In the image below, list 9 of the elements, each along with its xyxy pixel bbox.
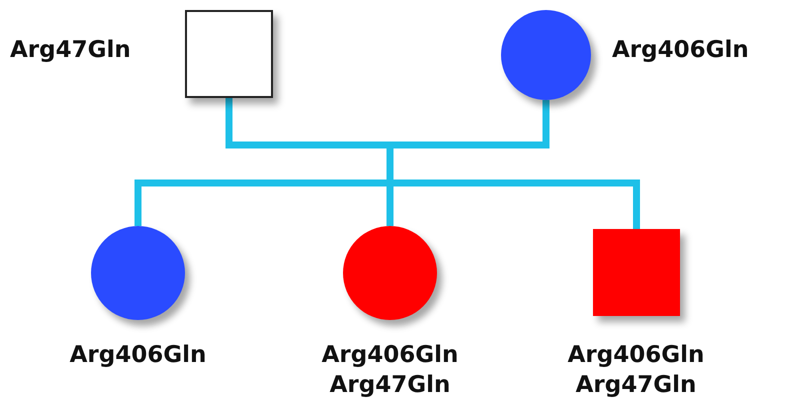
genotype-label: Arg47Gln	[10, 36, 132, 65]
pedigree-line	[390, 100, 550, 148]
pedigree-square	[185, 10, 273, 98]
genotype-label: Arg406Gln	[612, 36, 750, 65]
genotype-label: Arg406Gln Arg47Gln	[320, 341, 460, 400]
pedigree-line	[226, 98, 390, 148]
pedigree-square	[593, 229, 680, 316]
genotype-label: Arg406Gln	[68, 341, 208, 370]
genotype-label: Arg406Gln Arg47Gln	[566, 341, 706, 400]
